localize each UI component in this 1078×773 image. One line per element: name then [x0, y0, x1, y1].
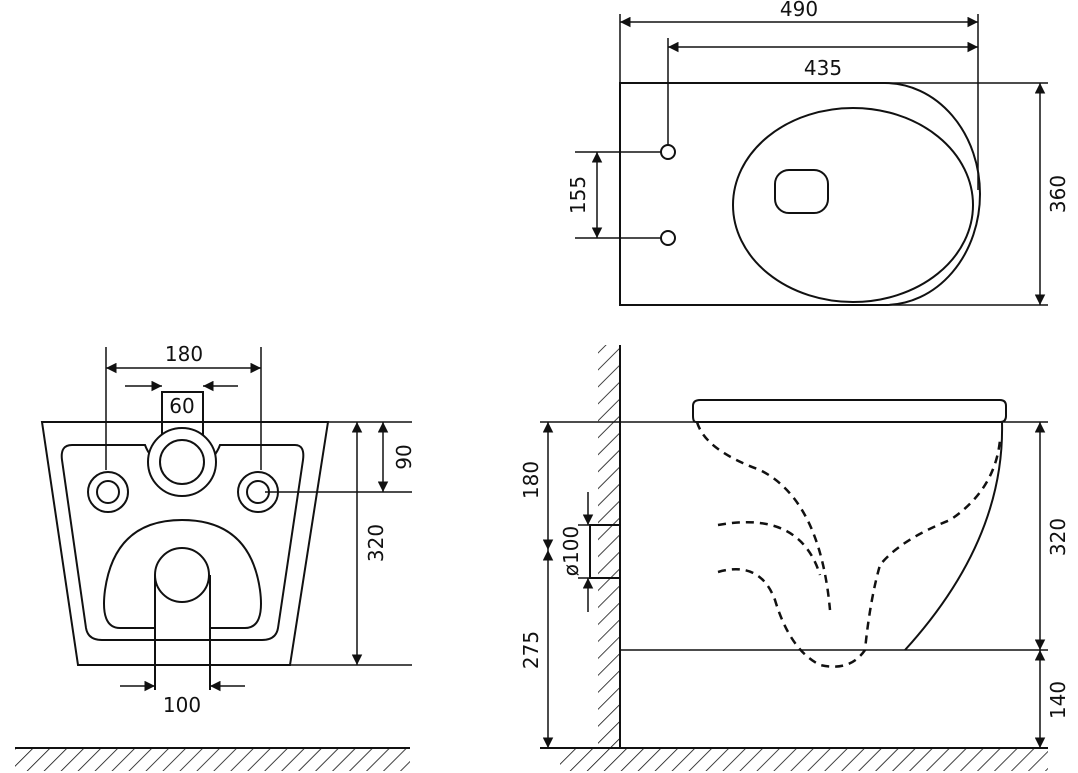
wall-hatch	[598, 345, 619, 748]
dim-height-front: 320	[364, 524, 388, 562]
dim-pipe-diameter: ø100	[559, 526, 583, 576]
top-view: 490 435 155 360	[566, 0, 1070, 306]
dim-center-slot: 60	[169, 394, 194, 418]
floor-hatch-front	[15, 749, 410, 771]
outlet-hole	[154, 547, 210, 603]
dim-upper-to-pipe: 180	[519, 461, 543, 499]
mount-hole-top	[660, 144, 676, 160]
floor-hatch-side	[560, 749, 1048, 771]
dim-bottom-slot: 100	[163, 693, 201, 717]
front-bowl	[103, 518, 262, 629]
right-hole	[237, 471, 279, 513]
center-hole	[159, 439, 205, 485]
mount-hole-bottom	[660, 230, 676, 246]
side-view: 180 ø100 275 320 140	[519, 345, 1070, 771]
top-view-outline	[619, 82, 981, 306]
dim-floor-gap: 140	[1046, 681, 1070, 719]
dim-hole-spacing: 155	[566, 176, 590, 214]
bowl-inner-curve	[695, 421, 832, 611]
dim-hole-to-back: 435	[804, 56, 842, 80]
dim-height-side: 320	[1046, 518, 1070, 556]
bowl-rim	[732, 107, 974, 303]
dim-hole-spacing-front: 180	[165, 342, 203, 366]
drain-outlet	[774, 169, 829, 214]
front-view: 180 60 100 320 90	[15, 342, 416, 771]
dim-pipe-to-floor: 275	[519, 631, 543, 669]
dim-hole-height: 90	[392, 444, 416, 469]
seat-lid	[692, 399, 1007, 423]
dim-width-total: 490	[780, 0, 818, 21]
bowl-body	[904, 421, 1004, 651]
dim-depth: 360	[1046, 175, 1070, 213]
left-hole	[87, 471, 129, 513]
